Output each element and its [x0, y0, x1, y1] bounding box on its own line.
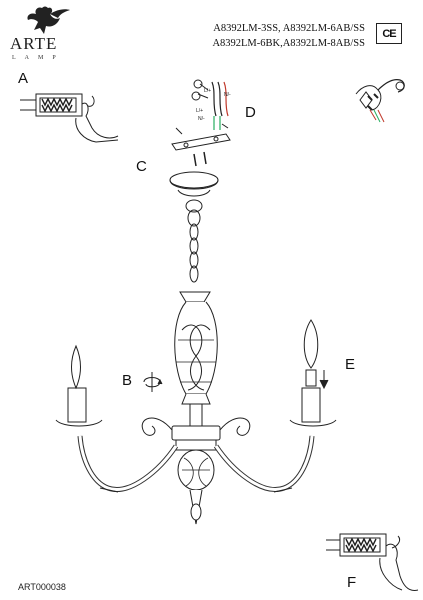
- downward-arrow-icon: [319, 370, 329, 390]
- step-label-e: E: [345, 356, 356, 373]
- hanging-chain: [189, 223, 199, 283]
- wire-connector-illustration-d: [191, 79, 229, 130]
- ce-mark: CE: [376, 23, 402, 44]
- step-label-f: F: [347, 574, 357, 591]
- ceiling-canopy: [169, 171, 219, 227]
- step-label-a: A: [18, 70, 29, 87]
- brand-logo: ARTE LAMP: [8, 4, 80, 62]
- brand-name: ARTE: [10, 34, 58, 53]
- step-label-c: C: [136, 158, 147, 175]
- model-numbers: A8392LM-3SS, A8392LM-6AB/SS A8392LM-6BK,…: [212, 21, 365, 51]
- right-candle-socket: [289, 319, 337, 427]
- wiring-sketch: [355, 79, 405, 123]
- griffin-emblem-icon: [27, 6, 70, 34]
- step-label-b: B: [122, 372, 133, 389]
- chandelier-arms: [77, 435, 315, 493]
- wire-label-n-top: N/-: [224, 92, 231, 98]
- mounting-bracket: [171, 123, 231, 167]
- chandelier-body: [171, 291, 221, 525]
- decorative-scrolls: [141, 417, 251, 436]
- wire-label-l-top: L/+: [204, 88, 211, 94]
- terminal-block-illustration-f: [326, 533, 419, 591]
- wire-label-l-bottom: L/+: [196, 108, 203, 114]
- left-candle-socket: [55, 344, 103, 427]
- brand-tagline: LAMP: [12, 55, 65, 61]
- wire-label-n-bottom: N/-: [198, 116, 205, 122]
- step-label-d: D: [245, 104, 256, 121]
- model-line-2: A8392LM-6BK,A8392LM-8AB/SS: [212, 38, 365, 49]
- terminal-block-illustration-a: [20, 93, 119, 143]
- model-line-1: A8392LM-3SS, A8392LM-6AB/SS: [213, 23, 365, 34]
- article-code: ART000038: [18, 582, 66, 592]
- rotate-icon: [143, 372, 163, 392]
